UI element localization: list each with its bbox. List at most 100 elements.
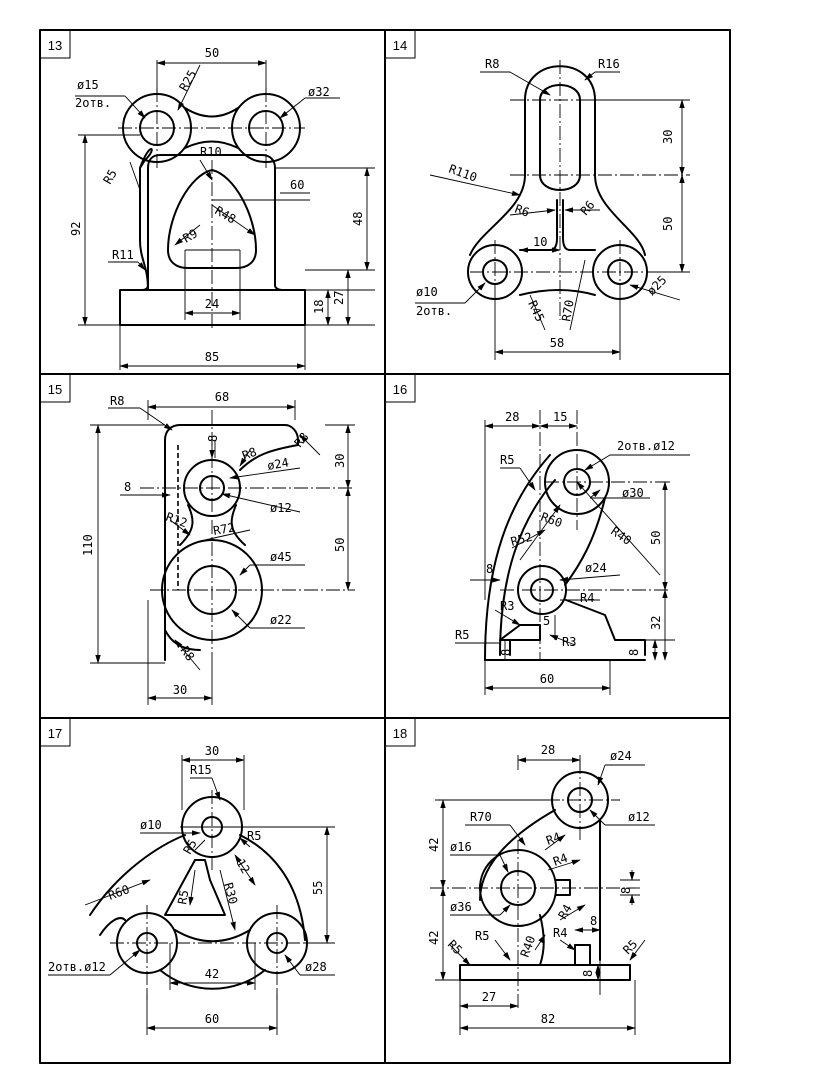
dim-label: 30 bbox=[205, 744, 219, 758]
part-13-drawing bbox=[75, 60, 375, 370]
dim-label: 42 bbox=[427, 931, 441, 945]
dim-label: 8 bbox=[619, 887, 633, 894]
dim-label: R48 bbox=[213, 203, 239, 226]
dim-label: 2отв. bbox=[75, 96, 111, 110]
dim-label: R4 bbox=[580, 591, 594, 605]
dim-label: 50 bbox=[649, 531, 663, 545]
dim-label: ø10 bbox=[140, 818, 162, 832]
part-18-drawing bbox=[430, 755, 655, 1035]
dim-label: 50 bbox=[661, 217, 675, 231]
cell-13: 13 bbox=[39, 29, 375, 370]
dim-label: R5 bbox=[180, 837, 199, 857]
dim-label: 2отв.ø12 bbox=[48, 960, 106, 974]
dim-label: R12 bbox=[164, 510, 189, 531]
dim-label: R60 bbox=[106, 882, 131, 903]
dim-label: ø12 bbox=[628, 810, 650, 824]
dim-label: 8 bbox=[486, 562, 493, 576]
dim-label: R9 bbox=[181, 226, 201, 245]
dim-label: 8 bbox=[627, 649, 641, 656]
part-16-drawing bbox=[455, 410, 690, 695]
dim-label: R3 bbox=[500, 599, 514, 613]
dim-label: 24 bbox=[205, 297, 219, 311]
dim-label: 60 bbox=[540, 672, 554, 686]
dim-label: 27 bbox=[332, 291, 346, 305]
dim-label: R6 bbox=[578, 198, 598, 218]
dim-label: 42 bbox=[427, 838, 441, 852]
dim-label: R16 bbox=[598, 57, 620, 71]
dim-label: R5 bbox=[100, 167, 119, 187]
dim-label: 82 bbox=[541, 1012, 555, 1026]
dim-label: ø10 bbox=[416, 285, 438, 299]
dim-label: 2отв.ø12 bbox=[617, 439, 675, 453]
dim-label: R60 bbox=[539, 510, 564, 531]
dim-label: ø16 bbox=[450, 840, 472, 854]
dim-label: 2отв. bbox=[416, 304, 452, 318]
dim-label: ø12 bbox=[270, 501, 292, 515]
dim-label: ø22 bbox=[270, 613, 292, 627]
dim-label: ø24 bbox=[266, 455, 290, 473]
dim-label: 28 bbox=[505, 410, 519, 424]
dim-label: 5 bbox=[543, 614, 550, 628]
dim-label: 30 bbox=[333, 454, 347, 468]
dim-label: 8 bbox=[590, 914, 597, 928]
dim-label: 12 bbox=[233, 857, 252, 877]
dim-label: R5 bbox=[445, 937, 465, 957]
dim-label: ø24 bbox=[585, 561, 607, 575]
dim-label: 60 bbox=[290, 178, 304, 192]
dim-label: 58 bbox=[550, 336, 564, 350]
dim-label: R30 bbox=[221, 881, 240, 906]
dim-label: R5 bbox=[175, 889, 191, 906]
dim-label: 30 bbox=[661, 130, 675, 144]
part-17-drawing bbox=[48, 755, 335, 1035]
dim-label: ø32 bbox=[308, 85, 330, 99]
dim-label: 42 bbox=[205, 967, 219, 981]
dim-label: 30 bbox=[173, 683, 187, 697]
cell-16: 16 bbox=[384, 373, 690, 695]
dim-label: R45 bbox=[525, 298, 547, 324]
dim-label: R8 bbox=[485, 57, 499, 71]
dim-label: 18 bbox=[312, 300, 326, 314]
part-15-drawing bbox=[90, 400, 355, 705]
dim-label: R6 bbox=[513, 202, 531, 220]
dim-label: R8 bbox=[178, 644, 198, 664]
dim-label: ø30 bbox=[622, 486, 644, 500]
dim-label: 110 bbox=[81, 534, 95, 556]
dim-label: ø15 bbox=[77, 78, 99, 92]
cell-16-number: 16 bbox=[393, 382, 407, 397]
dim-label: 50 bbox=[333, 538, 347, 552]
part-14-drawing bbox=[415, 60, 690, 360]
dim-label: R8 bbox=[240, 445, 258, 463]
dim-label: R4 bbox=[555, 902, 574, 922]
dim-label: 60 bbox=[205, 1012, 219, 1026]
dim-label: R72 bbox=[212, 520, 236, 538]
dim-label: 15 bbox=[553, 410, 567, 424]
dim-label: R3 bbox=[562, 635, 576, 649]
cell-18: 18 bbox=[384, 717, 655, 1035]
dim-label: R5 bbox=[455, 628, 469, 642]
cell-17: 17 bbox=[39, 717, 335, 1035]
dim-label: R52 bbox=[509, 530, 534, 549]
dim-label: R4 bbox=[551, 851, 569, 869]
dim-label: 50 bbox=[205, 46, 219, 60]
dim-label: R5 bbox=[247, 829, 261, 843]
dim-label: R15 bbox=[190, 763, 212, 777]
dim-label: 8 bbox=[581, 970, 595, 977]
dim-label: 10 bbox=[533, 235, 547, 249]
dim-label: R70 bbox=[470, 810, 492, 824]
dim-label: 8 bbox=[206, 435, 220, 442]
cell-17-number: 17 bbox=[48, 726, 62, 741]
cell-13-number: 13 bbox=[48, 38, 62, 53]
dim-label: 55 bbox=[311, 881, 325, 895]
dim-label: ø36 bbox=[450, 900, 472, 914]
cell-14: 14 bbox=[384, 29, 690, 360]
dim-label: 28 bbox=[541, 743, 555, 757]
cell-18-number: 18 bbox=[393, 726, 407, 741]
dim-label: R70 bbox=[559, 299, 577, 323]
dim-label: R5 bbox=[500, 453, 514, 467]
dim-label: 27 bbox=[482, 990, 496, 1004]
dim-label: R40 bbox=[608, 524, 634, 548]
dim-label: 8 bbox=[124, 480, 131, 494]
dim-label: R110 bbox=[447, 162, 479, 185]
dim-label: 68 bbox=[215, 390, 229, 404]
